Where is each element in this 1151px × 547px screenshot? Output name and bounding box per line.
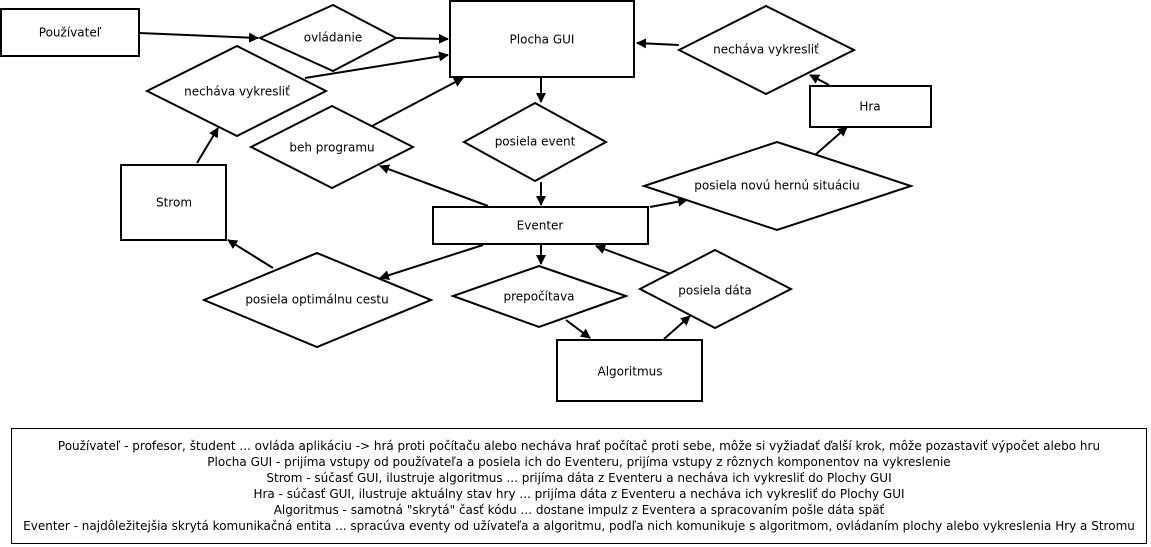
diamond-posiela-event bbox=[461, 101, 609, 183]
node-hra bbox=[809, 85, 932, 128]
edge-pouzivatel-ovladanie bbox=[138, 32, 259, 43]
label-prepocitava: prepočítava bbox=[503, 290, 574, 304]
edge-strom-nechava-left bbox=[196, 127, 219, 164]
labels: Používateľ Plocha GUI Hra Eventer Strom … bbox=[39, 26, 881, 379]
label-eventer: Eventer bbox=[517, 219, 564, 233]
node-strom bbox=[120, 164, 227, 241]
diamond-posiela-data bbox=[637, 248, 794, 330]
label-posiela-data: posiela dáta bbox=[678, 284, 751, 298]
label-beh-programu: beh programu bbox=[289, 141, 374, 155]
node-eventer bbox=[432, 206, 649, 245]
label-pouzivatel: Používateľ bbox=[39, 26, 102, 40]
edge-beh-plocha bbox=[371, 77, 464, 127]
label-posiela-event: posiela event bbox=[495, 135, 576, 149]
legend-line-eventer: Eventer - najdôležitejšia skrytá komunik… bbox=[23, 519, 1135, 533]
legend-line-pouzivatel: Používateľ - profesor, študent ... ovlád… bbox=[57, 439, 1101, 453]
edge-algoritmus-posiela-data bbox=[663, 315, 691, 340]
diamond-posiela-novu-hernu-situaciu bbox=[640, 140, 915, 232]
diamond-posiela-optimalnu-cestu bbox=[201, 251, 434, 349]
relations bbox=[144, 3, 915, 349]
legend-line-algoritmus: Algoritmus - samotná "skrytá" časť kódu … bbox=[273, 503, 885, 517]
entities bbox=[0, 0, 932, 402]
legend-line-plocha-gui: Plocha GUI - prijíma vstupy od používate… bbox=[207, 455, 951, 469]
edge-prepocitava-algoritmus bbox=[565, 319, 591, 339]
edge-hra-nechava-right bbox=[809, 74, 830, 86]
node-plocha-gui bbox=[449, 0, 635, 78]
node-pouzivatel bbox=[0, 8, 140, 57]
edge-eventer-optimalnu bbox=[379, 244, 484, 281]
diamond-nechava-vykreslit-right bbox=[676, 4, 857, 96]
node-algoritmus bbox=[556, 339, 703, 402]
edge-nechava-left-plocha bbox=[304, 51, 449, 79]
diamond-nechava-vykreslit-left bbox=[144, 44, 329, 138]
label-nechava-vykreslit-left: nechávа vykresliť bbox=[184, 85, 290, 99]
label-hra: Hra bbox=[859, 100, 880, 114]
legend-line-hra: Hra - súčasť GUI, ilustruje aktuálny sta… bbox=[253, 487, 905, 501]
edge-hernu-hra bbox=[814, 126, 848, 156]
edge-eventer-hernu bbox=[649, 196, 688, 208]
label-posiela-optimalnu-cestu: posiela optimálnu cestu bbox=[245, 293, 388, 307]
edge-optimalnu-strom bbox=[227, 239, 274, 269]
edge-eventer-beh bbox=[379, 164, 489, 207]
label-strom: Strom bbox=[156, 196, 192, 210]
label-plocha-gui: Plocha GUI bbox=[510, 33, 575, 47]
edge-ovladanie-plocha bbox=[394, 33, 449, 44]
edge-posiela-data-eventer bbox=[595, 244, 672, 275]
label-algoritmus: Algoritmus bbox=[597, 365, 662, 379]
legend-box: Používateľ - profesor, študent ... ovlád… bbox=[11, 428, 1147, 544]
label-posiela-novu-hernu-situaciu: posiela novú hernú situáciu bbox=[694, 179, 859, 193]
edges bbox=[138, 32, 848, 340]
edge-nechava-right-plocha bbox=[636, 38, 680, 49]
diamond-ovladanie bbox=[257, 3, 399, 73]
diamond-beh-programu bbox=[248, 104, 416, 190]
label-ovladanie: ovládanie bbox=[304, 31, 362, 45]
diamond-prepocitava bbox=[450, 264, 630, 329]
label-nechava-vykreslit-right: nechávа vykresliť bbox=[713, 43, 819, 57]
legend-line-strom: Strom - súčasť GUI, ilustruje algoritmus… bbox=[266, 471, 892, 485]
